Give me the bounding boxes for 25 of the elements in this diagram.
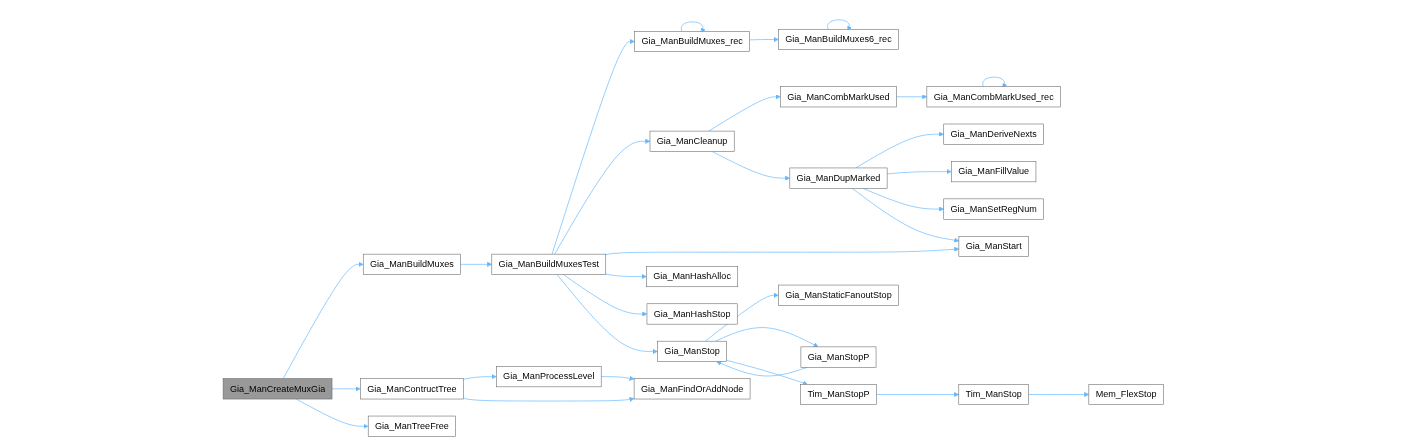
node-box: Gia_ManCreateMuxGia [222, 378, 333, 400]
node-box: Gia_ManBuildMuxes_rec [634, 31, 750, 52]
node-box: Gia_ManHashAlloc [646, 266, 739, 288]
node-box: Gia_ManDupMarked [789, 167, 888, 189]
node-box: Gia_ManCleanup [649, 130, 735, 152]
node-box: Gia_ManFindOrAddNode [633, 378, 751, 400]
node-box: Gia_ManContructTree [360, 378, 464, 400]
node-box: Gia_ManBuildMuxes6_rec [778, 28, 899, 50]
node-box: Gia_ManFillValue [951, 161, 1037, 183]
node-box: Gia_ManSetRegNum [943, 198, 1044, 220]
node-box: Gia_ManCombMarkUsed [780, 86, 897, 108]
node-box: Gia_ManDeriveNexts [943, 123, 1044, 145]
node-box: Gia_ManProcessLevel [496, 366, 602, 388]
node-box: Mem_FlexStop [1088, 384, 1164, 405]
node-box: Gia_ManHashStop [646, 303, 738, 325]
node-box: Gia_ManStopP [800, 346, 877, 368]
node-box: Gia_ManStaticFanoutStop [778, 284, 899, 306]
node-box: Gia_ManBuildMuxes [362, 253, 461, 275]
node-box: Gia_ManTreeFree [367, 415, 456, 437]
node-box: Gia_ManBuildMuxesTest [491, 253, 607, 275]
node-box: Gia_ManCombMarkUsed_rec [926, 86, 1061, 108]
node-box: Tim_ManStop [958, 384, 1029, 405]
node-box: Tim_ManStopP [800, 384, 877, 405]
node-box: Gia_ManStart [958, 236, 1029, 257]
node-box: Gia_ManStop [657, 340, 727, 362]
